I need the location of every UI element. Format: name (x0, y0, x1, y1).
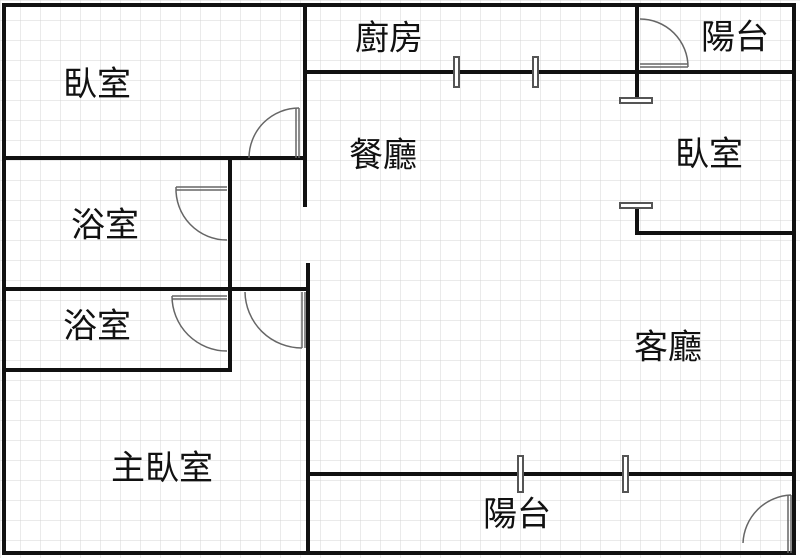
label-kitchen: 廚房 (355, 19, 423, 59)
label-balcony-top: 陽台 (701, 18, 769, 58)
label-bathroom-upper: 浴室 (71, 206, 139, 246)
door-balcony-top (639, 18, 689, 68)
balcony-sliding-post-left (517, 455, 524, 493)
outer-wall (2, 3, 796, 555)
label-bathroom-lower: 浴室 (63, 307, 131, 347)
bedroom-right-sliding-top (619, 97, 653, 104)
label-living: 客廳 (634, 328, 702, 368)
label-bedroom-right: 臥室 (675, 135, 743, 175)
door-balcony-bottom (742, 494, 792, 553)
label-balcony-bottom: 陽台 (483, 495, 551, 535)
label-dining: 餐廳 (349, 136, 417, 176)
doors (171, 18, 792, 553)
balcony-sliding-post-right (622, 455, 629, 493)
door-bathroom-lower (171, 295, 228, 352)
room-labels: 廚房 陽台 臥室 餐廳 臥室 浴室 浴室 客廳 主臥室 陽台 (63, 18, 769, 535)
bedroom-right-sliding-bottom (619, 202, 653, 209)
door-bathroom-upper (175, 186, 228, 241)
door-bedroom-left (248, 107, 300, 159)
kitchen-sliding-post-left (453, 56, 460, 88)
label-master-bedroom: 主臥室 (111, 449, 213, 489)
door-master-bedroom (244, 291, 306, 349)
kitchen-sliding-post-right (532, 56, 539, 88)
sliding-windows (453, 56, 653, 493)
walls (2, 3, 796, 555)
label-bedroom-left: 臥室 (63, 65, 131, 105)
